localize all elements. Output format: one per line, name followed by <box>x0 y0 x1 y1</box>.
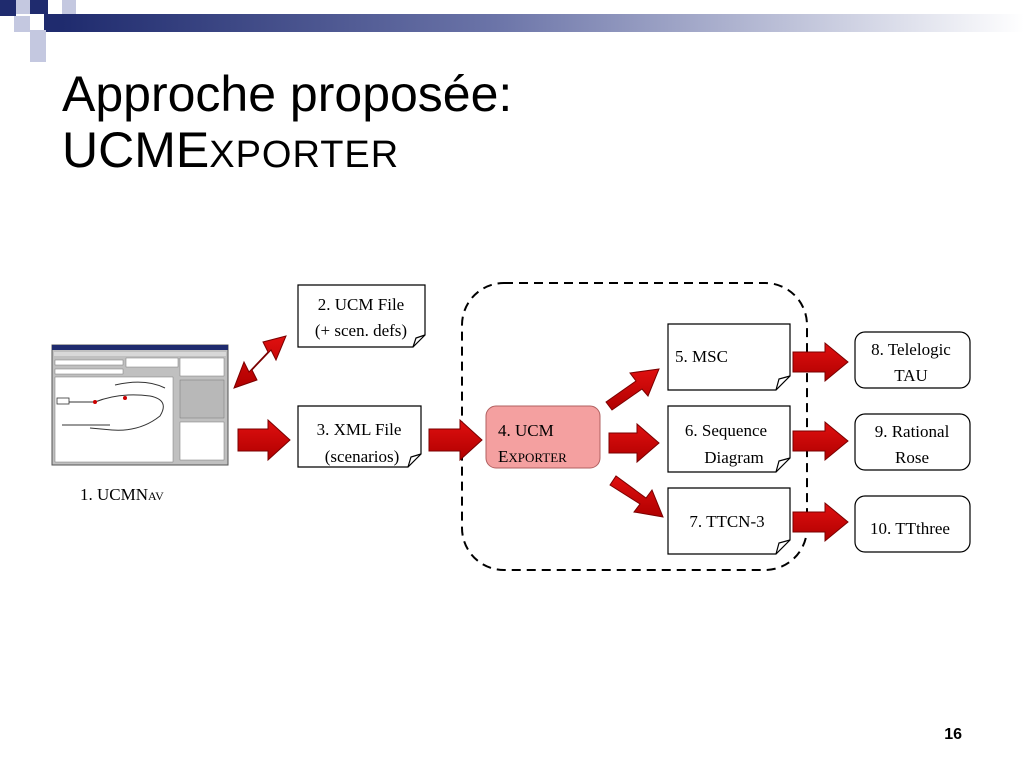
rose-line1: 9. Rational <box>875 422 950 441</box>
ucmnav-label-small: AV <box>148 489 164 503</box>
page-number: 16 <box>944 726 962 743</box>
ttcn3-label: 7. TTCN-3 <box>689 512 764 531</box>
ucmnav-label-main: 1. UCMN <box>80 485 148 504</box>
msc-label: 5. MSC <box>675 347 728 366</box>
arrow-msc-telelogic <box>792 341 849 383</box>
title-line-1: Approche proposée: <box>62 66 513 122</box>
header-bar <box>62 14 1024 32</box>
corner-square <box>44 14 62 32</box>
telelogic-line1: 8. Telelogic <box>871 340 951 359</box>
seq-line2: Diagram <box>704 448 763 467</box>
xml-file-line1: 3. XML File <box>317 420 402 439</box>
ucm-exporter-box <box>485 405 601 469</box>
ucm-file-line2: (+ scen. defs) <box>315 321 407 340</box>
telelogic-line2: TAU <box>894 366 928 385</box>
ucmnav-label: 1. UCMNAV <box>80 485 164 504</box>
rose-line2: Rose <box>895 448 929 467</box>
title-xporter: XPORTER <box>209 134 400 176</box>
slide-title: Approche proposée: UCMEXPORTER <box>62 66 512 183</box>
sequence-diagram-doc <box>667 405 791 473</box>
corner-square <box>30 46 46 62</box>
title-ucme: UCME <box>62 122 210 178</box>
arrow-ttcn-ttthree <box>792 501 849 543</box>
xml-file-doc <box>297 405 422 468</box>
arrow-exporter-seq <box>608 422 660 464</box>
ucmnav-screenshot <box>51 344 229 466</box>
arrow-seq-rose <box>792 420 849 462</box>
exporter-line1: 4. UCM <box>498 421 554 440</box>
exporter-line2: EXPORTER <box>498 447 567 466</box>
msc-doc <box>667 323 791 391</box>
arrow-exporter-ttcn <box>609 475 664 518</box>
ucm-file-doc <box>297 284 426 348</box>
arrow-ucmnav-xml <box>237 418 291 462</box>
ucm-file-line1: 2. UCM File <box>318 295 404 314</box>
ttcn3-doc <box>667 487 791 555</box>
corner-square <box>30 30 46 46</box>
arrow-xml-exporter <box>428 418 483 462</box>
corner-square <box>0 0 16 16</box>
header-decoration <box>0 0 1024 62</box>
corner-square <box>62 0 76 14</box>
corner-square <box>16 0 30 14</box>
arrow-exporter-msc <box>605 368 660 411</box>
rational-rose-box <box>854 413 971 471</box>
ttthree-label: 10. TTthree <box>870 519 950 538</box>
corner-square <box>14 16 30 32</box>
exporter-line2-big: E <box>498 447 508 466</box>
xml-file-line2: (scenarios) <box>325 447 400 466</box>
corner-square <box>30 0 48 14</box>
double-arrow-ucmnav-ucmfile <box>233 335 287 389</box>
telelogic-tau-box <box>854 331 971 389</box>
ttthree-box <box>854 495 971 553</box>
exporter-line2-small: XPORTER <box>508 450 567 465</box>
title-line-2: UCMEXPORTER <box>62 122 512 183</box>
seq-line1: 6. Sequence <box>685 421 767 440</box>
